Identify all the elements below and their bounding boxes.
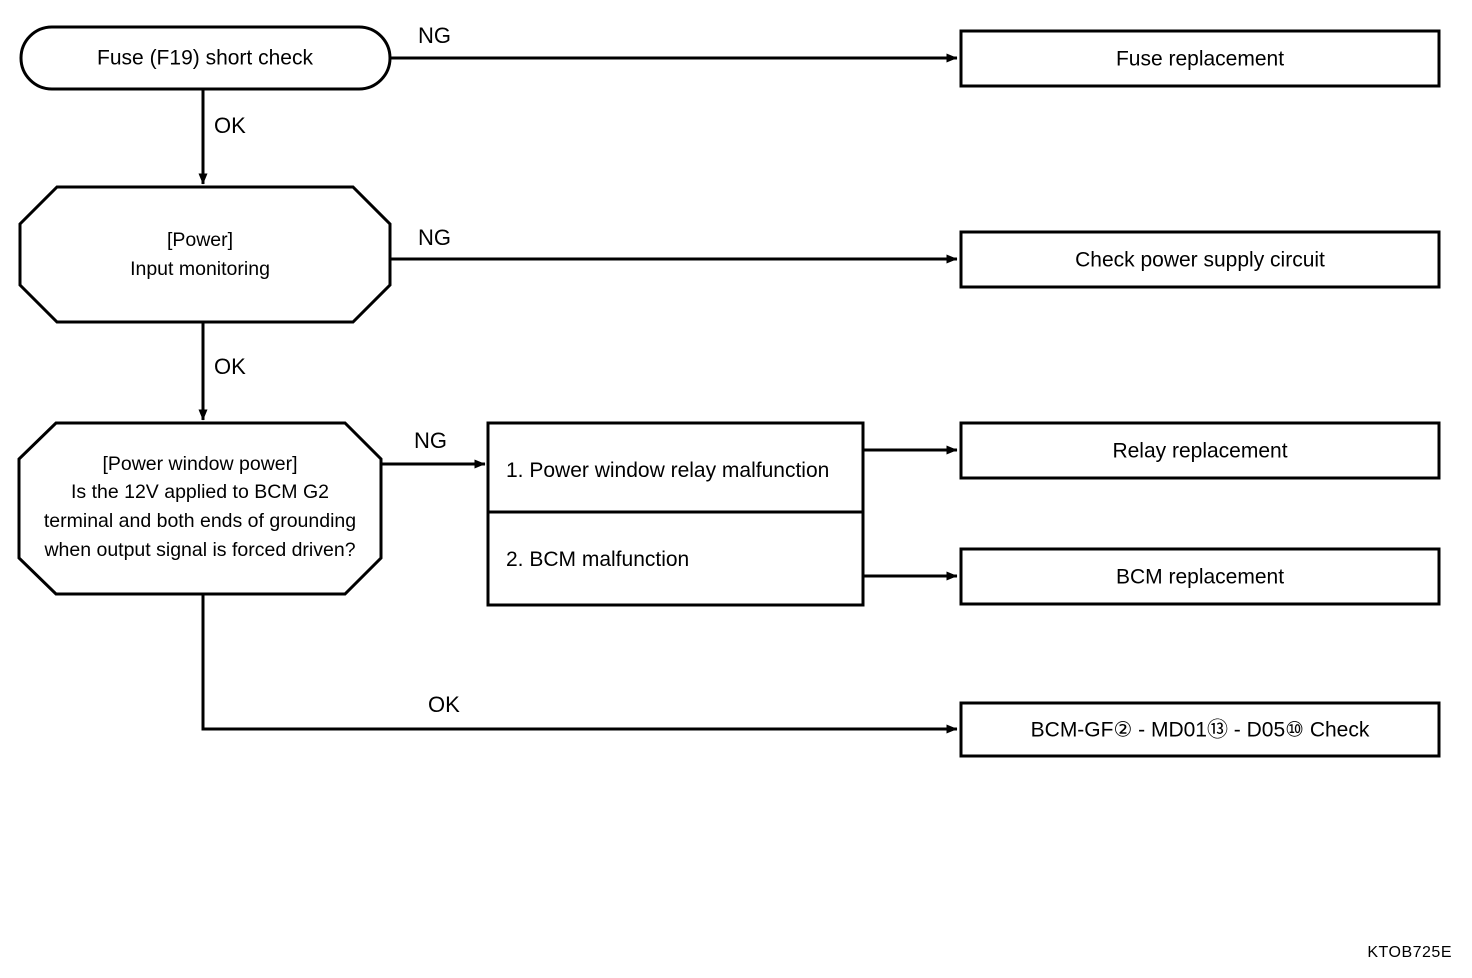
- bcm-gf-check-shape: [959, 701, 1441, 758]
- cause-list-item-1: 1. Power window relay malfunction: [506, 459, 829, 482]
- power-input-label-line1: [Power]: [167, 229, 233, 251]
- edge-label-power-window-ng: NG: [414, 428, 447, 453]
- edge-label-fuse-ok: OK: [214, 113, 246, 138]
- power-window-label-line3: terminal and both ends of grounding: [44, 510, 356, 532]
- power-window-label-line2: Is the 12V applied to BCM G2: [71, 481, 329, 503]
- edge-label-power-window-ok: OK: [428, 692, 460, 717]
- fuse-check-shape: [19, 25, 392, 91]
- cause-list-item-2: 2. BCM malfunction: [506, 548, 689, 571]
- bcm-replacement-label: BCM replacement: [1116, 566, 1284, 589]
- fuse-replacement-label: Fuse replacement: [1116, 48, 1284, 71]
- power-input-shape: [18, 185, 392, 324]
- node-check-power-supply[interactable]: Check power supply circuit: [959, 230, 1441, 289]
- fuse-replacement-shape: [959, 29, 1441, 88]
- node-power-input[interactable]: [Power] Input monitoring: [18, 185, 392, 324]
- edge-power-window-ok: [201, 594, 958, 734]
- node-power-window[interactable]: [Power window power] Is the 12V applied …: [17, 421, 383, 596]
- power-window-label-line4: when output signal is forced driven?: [43, 539, 355, 561]
- node-bcm-gf-check[interactable]: BCM-GF② - MD01⑬ - D05⑩ Check: [959, 701, 1441, 758]
- check-power-supply-label: Check power supply circuit: [1075, 249, 1325, 272]
- figure-code: KTOB725E: [1367, 944, 1452, 961]
- node-bcm-replacement[interactable]: BCM replacement: [959, 547, 1441, 606]
- node-relay-replacement[interactable]: Relay replacement: [959, 421, 1441, 480]
- node-fuse-replacement[interactable]: Fuse replacement: [959, 29, 1441, 88]
- cause-list-shape: [486, 421, 865, 607]
- relay-replacement-label: Relay replacement: [1112, 440, 1287, 463]
- edge-label-power-input-ok: OK: [214, 354, 246, 379]
- node-fuse-check[interactable]: Fuse (F19) short check: [19, 25, 392, 91]
- relay-replacement-shape: [959, 421, 1441, 480]
- node-cause-list[interactable]: 1. Power window relay malfunction 2. BCM…: [486, 421, 865, 607]
- edge-label-power-input-ng: NG: [418, 225, 451, 250]
- bcm-gf-check-label: BCM-GF② - MD01⑬ - D05⑩ Check: [1031, 719, 1370, 742]
- bcm-replacement-shape: [959, 547, 1441, 606]
- fuse-check-label: Fuse (F19) short check: [97, 47, 313, 70]
- check-power-supply-shape: [959, 230, 1441, 289]
- power-window-shape: [17, 421, 383, 596]
- power-input-label-line2: Input monitoring: [130, 258, 270, 280]
- power-window-label-line1: [Power window power]: [102, 453, 297, 475]
- edge-label-fuse-ng: NG: [418, 23, 451, 48]
- connector-group: [198, 53, 958, 734]
